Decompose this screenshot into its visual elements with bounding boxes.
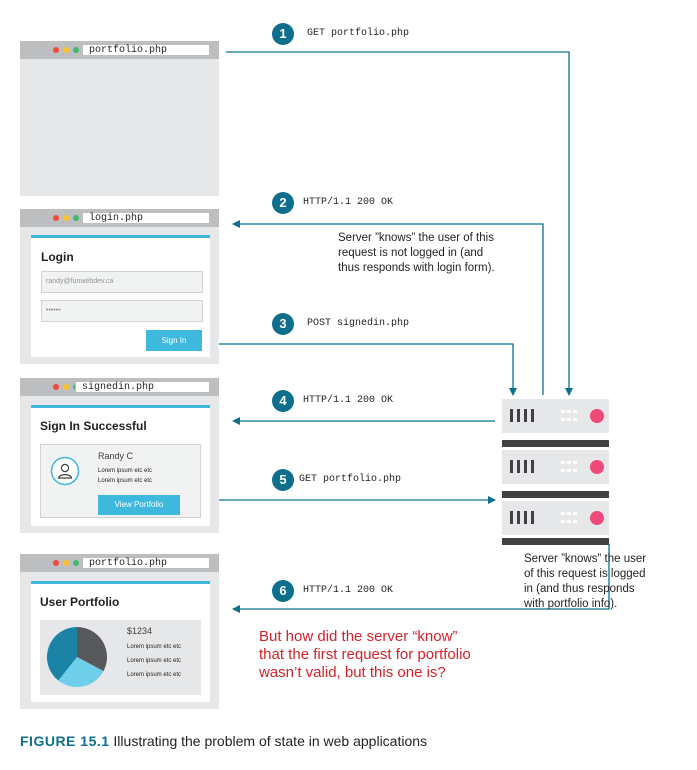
portfolio-text-line: Lorem ipsum etc etc: [127, 672, 182, 678]
question-line: wasn’t valid, but this one is?: [259, 664, 446, 681]
maximize-dot-icon[interactable]: [73, 215, 79, 221]
login-form-card: Login randy@funwebdev.ca •••••• Sign In: [31, 235, 210, 357]
password-field[interactable]: ••••••: [41, 300, 203, 322]
note-line: with portfolio info).: [524, 598, 618, 610]
note-line: thus responds with login form).: [338, 262, 495, 274]
portfolio-title: User Portfolio: [40, 595, 120, 609]
user-profile-panel: Randy C Lorem ipsum etc etc Lorem ipsum …: [40, 444, 201, 518]
server-unit: [502, 501, 609, 535]
maximize-dot-icon[interactable]: [73, 560, 79, 566]
portfolio-amount: $1234: [127, 626, 153, 636]
portfolio-card: User Portfolio $1234 Lorem ipsum etc etc…: [31, 581, 210, 702]
note-logged-in: Server ”knows” the user of this request …: [524, 552, 689, 612]
sign-in-button[interactable]: Sign In: [146, 330, 202, 351]
request-label-3: POST signedin.php: [307, 318, 410, 329]
maximize-dot-icon[interactable]: [73, 47, 79, 53]
step-badge-5: 5: [272, 469, 294, 491]
close-dot-icon[interactable]: [53, 560, 59, 566]
browser-toolbar: login.php: [20, 209, 219, 227]
user-icon: [50, 456, 80, 486]
figure-label: FIGURE 15.1: [20, 733, 110, 749]
signedin-card: Sign In Successful Randy C Lorem ipsum e…: [31, 405, 210, 526]
response-label-6: HTTP/1.1 200 OK: [303, 585, 394, 596]
question-line: But how did the server “know”: [259, 628, 458, 645]
arrow-step-3: [209, 343, 517, 396]
note-line: Server ”knows” the user: [524, 553, 647, 565]
step-badge-2: 2: [272, 192, 294, 214]
login-title: Login: [41, 250, 74, 264]
profile-text-line: Lorem ipsum etc etc: [98, 478, 153, 484]
step-badge-3: 3: [272, 313, 294, 335]
address-bar[interactable]: portfolio.php: [82, 44, 210, 56]
signedin-title: Sign In Successful: [40, 419, 147, 433]
note-line: in (and thus responds: [524, 583, 635, 595]
browser-window-portfolio-initial: portfolio.php: [20, 41, 219, 196]
profile-text-line: Lorem ipsum etc etc: [98, 468, 153, 474]
close-dot-icon[interactable]: [53, 384, 59, 390]
arrow-step-1: [226, 51, 573, 396]
view-portfolio-button[interactable]: View Portfolio: [98, 495, 180, 515]
pie-chart-icon: [47, 627, 107, 687]
browser-window-portfolio-final: portfolio.php User Portfolio $1234 Lorem…: [20, 554, 219, 709]
note-line: Server ”knows” the user of this: [338, 232, 494, 244]
note-line: of this request is logged: [524, 568, 646, 580]
browser-window-signedin: signedin.php Sign In Successful Randy C …: [20, 378, 219, 533]
status-led-icon: [590, 511, 604, 525]
portfolio-text-line: Lorem ipsum etc etc: [127, 658, 182, 664]
step-badge-4: 4: [272, 390, 294, 412]
browser-toolbar: portfolio.php: [20, 41, 219, 59]
portfolio-panel: $1234 Lorem ipsum etc etc Lorem ipsum et…: [40, 620, 201, 695]
minimize-dot-icon[interactable]: [63, 384, 69, 390]
arrow-step-6: [232, 544, 610, 613]
arrow-step-2: [232, 220, 544, 395]
portfolio-text-line: Lorem ipsum etc etc: [127, 644, 182, 650]
question-text: But how did the server “know” that the f…: [259, 628, 559, 682]
note-line: request is not logged in (and: [338, 247, 484, 259]
address-bar[interactable]: login.php: [82, 212, 210, 224]
user-name: Randy C: [98, 451, 134, 461]
address-bar[interactable]: portfolio.php: [82, 557, 210, 569]
step-badge-6: 6: [272, 580, 294, 602]
status-led-icon: [590, 409, 604, 423]
response-label-4: HTTP/1.1 200 OK: [303, 395, 394, 406]
note-not-logged-in: Server ”knows” the user of this request …: [338, 231, 548, 276]
minimize-dot-icon[interactable]: [63, 47, 69, 53]
close-dot-icon[interactable]: [53, 47, 59, 53]
step-badge-1: 1: [272, 23, 294, 45]
question-line: that the first request for portfolio: [259, 646, 471, 663]
response-label-2: HTTP/1.1 200 OK: [303, 197, 394, 208]
figure-caption: FIGURE 15.1 Illustrating the problem of …: [20, 732, 680, 750]
request-label-1: GET portfolio.php: [307, 28, 410, 39]
request-label-5: GET portfolio.php: [299, 474, 402, 485]
server-unit: [502, 399, 609, 433]
server-unit: [502, 450, 609, 484]
browser-toolbar: portfolio.php: [20, 554, 219, 572]
email-field[interactable]: randy@funwebdev.ca: [41, 271, 203, 293]
address-bar[interactable]: signedin.php: [75, 381, 210, 393]
status-led-icon: [590, 460, 604, 474]
minimize-dot-icon[interactable]: [63, 560, 69, 566]
browser-toolbar: signedin.php: [20, 378, 219, 396]
minimize-dot-icon[interactable]: [63, 215, 69, 221]
browser-window-login: login.php Login randy@funwebdev.ca •••••…: [20, 209, 219, 364]
close-dot-icon[interactable]: [53, 215, 59, 221]
figure-caption-text: Illustrating the problem of state in web…: [113, 733, 428, 749]
